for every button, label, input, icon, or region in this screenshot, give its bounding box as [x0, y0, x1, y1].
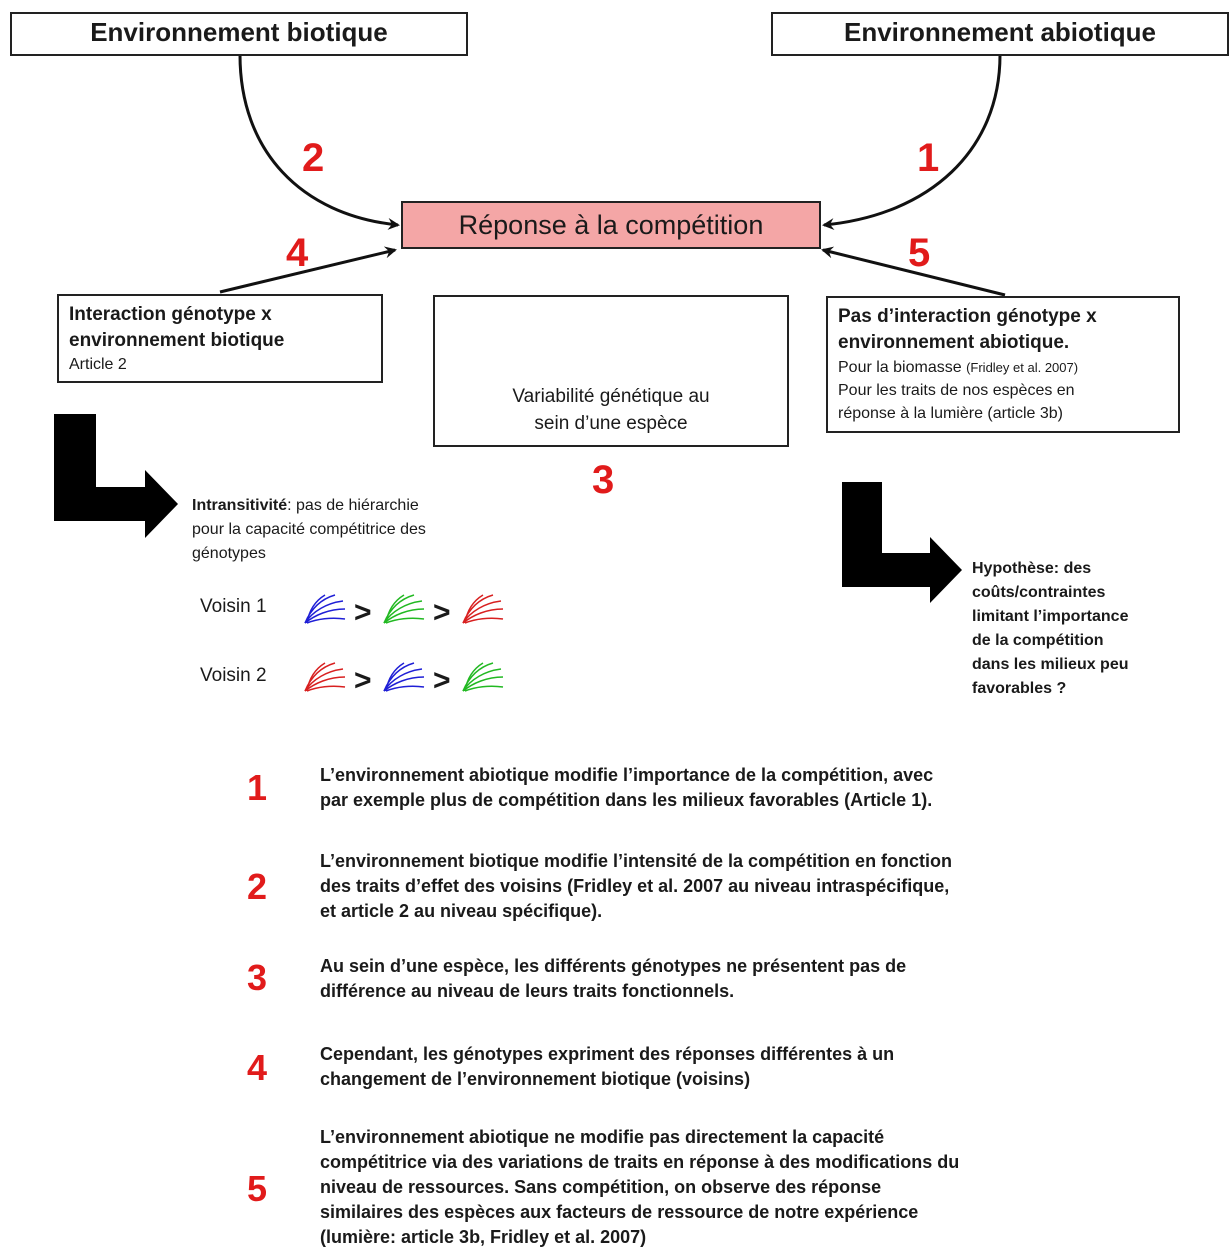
hypothesis-line2: coûts/contraintes — [972, 584, 1106, 601]
bent-arrow-left — [54, 414, 178, 538]
hypothesis-line3: limitant l’importance — [972, 608, 1129, 625]
gt-sign: > — [354, 664, 372, 697]
hypothesis-line1: Hypothèse: des — [972, 560, 1092, 577]
intransitivity-title: Intransitivité — [192, 497, 288, 514]
legend-text-4: Cependant, les génotypes expriment des r… — [320, 1042, 1080, 1092]
intransitivity-line3: génotypes — [192, 545, 266, 562]
right-box-line1: Pas d’interaction génotype x — [838, 306, 1097, 327]
right-box-line3-main: Pour la biomasse — [838, 359, 962, 376]
hypothesis-text: Hypothèse: des coûts/contraintes limitan… — [972, 557, 1212, 701]
left-box-line1: Interaction génotype x — [69, 304, 272, 325]
legend-number-5: 5 — [246, 1168, 268, 1209]
arrow-right-box-to-response — [821, 246, 1006, 297]
neighbour-1-red-grass-icon — [462, 594, 504, 624]
arrow-biotic-to-response — [238, 54, 400, 230]
legend-text-2: L’environnement biotique modifie l’inten… — [320, 849, 1080, 924]
right-box-line2: environnement abiotique. — [838, 332, 1070, 353]
genotype-biotic-interaction-box: Interaction génotype x environnement bio… — [57, 294, 383, 383]
legend-2-line: L’environnement biotique modifie l’inten… — [320, 851, 953, 871]
legend-number-4: 4 — [246, 1047, 268, 1088]
hypothesis-line6: favorables ? — [972, 680, 1067, 697]
legend-5-line: (lumière: article 3b, Fridley et al. 200… — [320, 1227, 647, 1247]
right-box-line3-ref: (Fridley et al. 2007) — [966, 360, 1079, 375]
legend-5-line: niveau de ressources. Sans compétition, … — [320, 1177, 882, 1197]
intransitivity-text: Intransitivité: pas de hiérarchie pour l… — [192, 494, 492, 566]
legend-4-line: Cependant, les génotypes expriment des r… — [320, 1044, 895, 1064]
intransitivity-line2: pour la capacité compétitrice des — [192, 521, 426, 538]
left-box-line2: environnement biotique — [69, 330, 285, 351]
legend-number-1: 1 — [246, 767, 268, 808]
left-box-line3: Article 2 — [69, 356, 127, 373]
genetic-variability-box: Variabilité génétique au sein d’une espè… — [433, 295, 789, 447]
legend-5-line: L’environnement abiotique ne modifie pas… — [320, 1127, 885, 1147]
neighbour-1-blue-grass-icon — [304, 594, 346, 624]
gt-sign: > — [354, 596, 372, 629]
legend-text-3: Au sein d’une espèce, les différents gén… — [320, 954, 1080, 1004]
competition-response-box: Réponse à la compétition — [401, 201, 821, 249]
number-3: 3 — [592, 458, 615, 502]
no-genotype-abiotic-interaction-box: Pas d’interaction génotype x environneme… — [826, 296, 1180, 433]
right-box-line4: Pour les traits de nos espèces en — [838, 382, 1075, 399]
gt-sign: > — [433, 664, 451, 697]
legend-4-line: changement de l’environnement biotique (… — [320, 1069, 751, 1089]
middle-box-line2: sein d’une espèce — [534, 413, 688, 434]
legend-1-line: L’environnement abiotique modifie l’impo… — [320, 765, 934, 785]
abiotic-environment-box: Environnement abiotique — [771, 12, 1229, 56]
legend-1-line: par exemple plus de compétition dans les… — [320, 790, 933, 810]
legend-text-5: L’environnement abiotique ne modifie pas… — [320, 1125, 1080, 1250]
right-box-line3: Pour la biomasse (Fridley et al. 2007) — [838, 356, 1168, 379]
legend-5-line: similaires des espèces aux facteurs de r… — [320, 1202, 919, 1222]
legend-2-line: des traits d’effet des voisins (Fridley … — [320, 876, 950, 896]
intransitivity-rest: : pas de hiérarchie — [287, 497, 419, 514]
neighbour-1-label: Voisin 1 — [200, 596, 267, 617]
neighbour-2-blue-grass-icon — [383, 662, 425, 692]
neighbour-2-red-grass-icon — [304, 662, 346, 692]
competition-response-label: Réponse à la compétition — [458, 210, 764, 240]
legend-number-2: 2 — [246, 866, 268, 907]
legend-text-1: L’environnement abiotique modifie l’impo… — [320, 763, 1080, 813]
arrow-left-box-to-response — [219, 246, 397, 294]
biotic-environment-label: Environnement biotique — [90, 17, 388, 47]
neighbour-2-green-grass-icon — [462, 662, 504, 692]
legend-3-line: Au sein d’une espèce, les différents gén… — [320, 956, 907, 976]
number-4: 4 — [286, 231, 309, 275]
right-box-line5: réponse à la lumière (article 3b) — [838, 405, 1063, 422]
middle-box-line1: Variabilité génétique au — [512, 386, 710, 407]
biotic-environment-box: Environnement biotique — [10, 12, 468, 56]
number-2: 2 — [302, 136, 325, 180]
abiotic-environment-label: Environnement abiotique — [843, 17, 1157, 47]
number-5: 5 — [908, 231, 931, 275]
neighbour-1-green-grass-icon — [383, 594, 425, 624]
hypothesis-line4: de la compétition — [972, 632, 1104, 649]
arrow-abiotic-to-response — [822, 54, 1002, 231]
neighbour-2-label: Voisin 2 — [200, 665, 267, 686]
legend-2-line: et article 2 au niveau spécifique). — [320, 901, 603, 921]
bent-arrow-right — [842, 482, 962, 603]
legend-3-line: différence au niveau de leurs traits fon… — [320, 981, 735, 1001]
legend-number-3: 3 — [246, 957, 268, 998]
gt-sign: > — [433, 596, 451, 629]
number-1: 1 — [917, 136, 940, 180]
hypothesis-line5: dans les milieux peu — [972, 656, 1129, 673]
legend-5-line: compétitrice via des variations de trait… — [320, 1152, 960, 1172]
